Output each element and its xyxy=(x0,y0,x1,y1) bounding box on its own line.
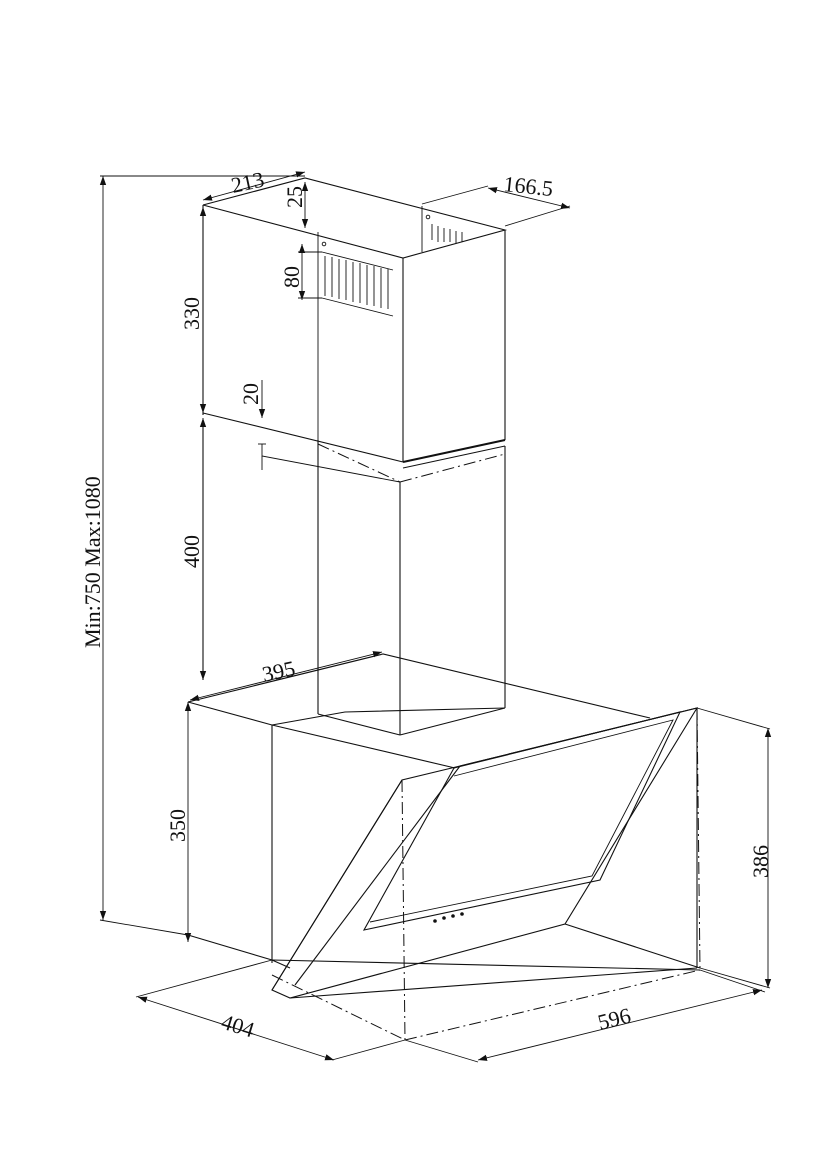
lower-chimney xyxy=(202,420,506,736)
label-total-height: Min:750 Max:1080 xyxy=(80,476,105,648)
label-chimney-depth: 213 xyxy=(229,167,266,198)
label-vent-height: 80 xyxy=(279,266,304,288)
control-buttons xyxy=(433,912,464,923)
label-lower-chimney: 400 xyxy=(179,535,204,568)
label-canopy-top: 395 xyxy=(260,656,297,687)
label-chimney-width: 166.5 xyxy=(502,171,554,201)
glass-front-panel xyxy=(271,707,701,999)
upper-chimney xyxy=(202,177,508,469)
dimension-depth xyxy=(135,959,406,1061)
dimension-canopy-top xyxy=(189,651,383,701)
label-top-gap: 25 xyxy=(282,186,307,208)
label-upper-chimney: 330 xyxy=(179,297,204,330)
dimension-width xyxy=(404,969,766,1063)
label-front-height: 386 xyxy=(748,845,773,878)
dimension-front-height xyxy=(696,707,772,989)
label-depth: 404 xyxy=(219,1009,258,1043)
label-width: 596 xyxy=(595,1003,633,1035)
hood-body xyxy=(187,653,701,971)
label-body-height: 350 xyxy=(165,809,190,842)
dimension-chimney-depth xyxy=(202,171,306,201)
dimension-vent-height xyxy=(298,244,322,300)
label-overlap: 20 xyxy=(238,383,263,405)
dimension-chimney-width xyxy=(421,185,571,227)
hidden-outline xyxy=(271,707,701,1041)
vent-slots-side xyxy=(321,251,394,317)
vent-slots-rear xyxy=(431,224,463,243)
